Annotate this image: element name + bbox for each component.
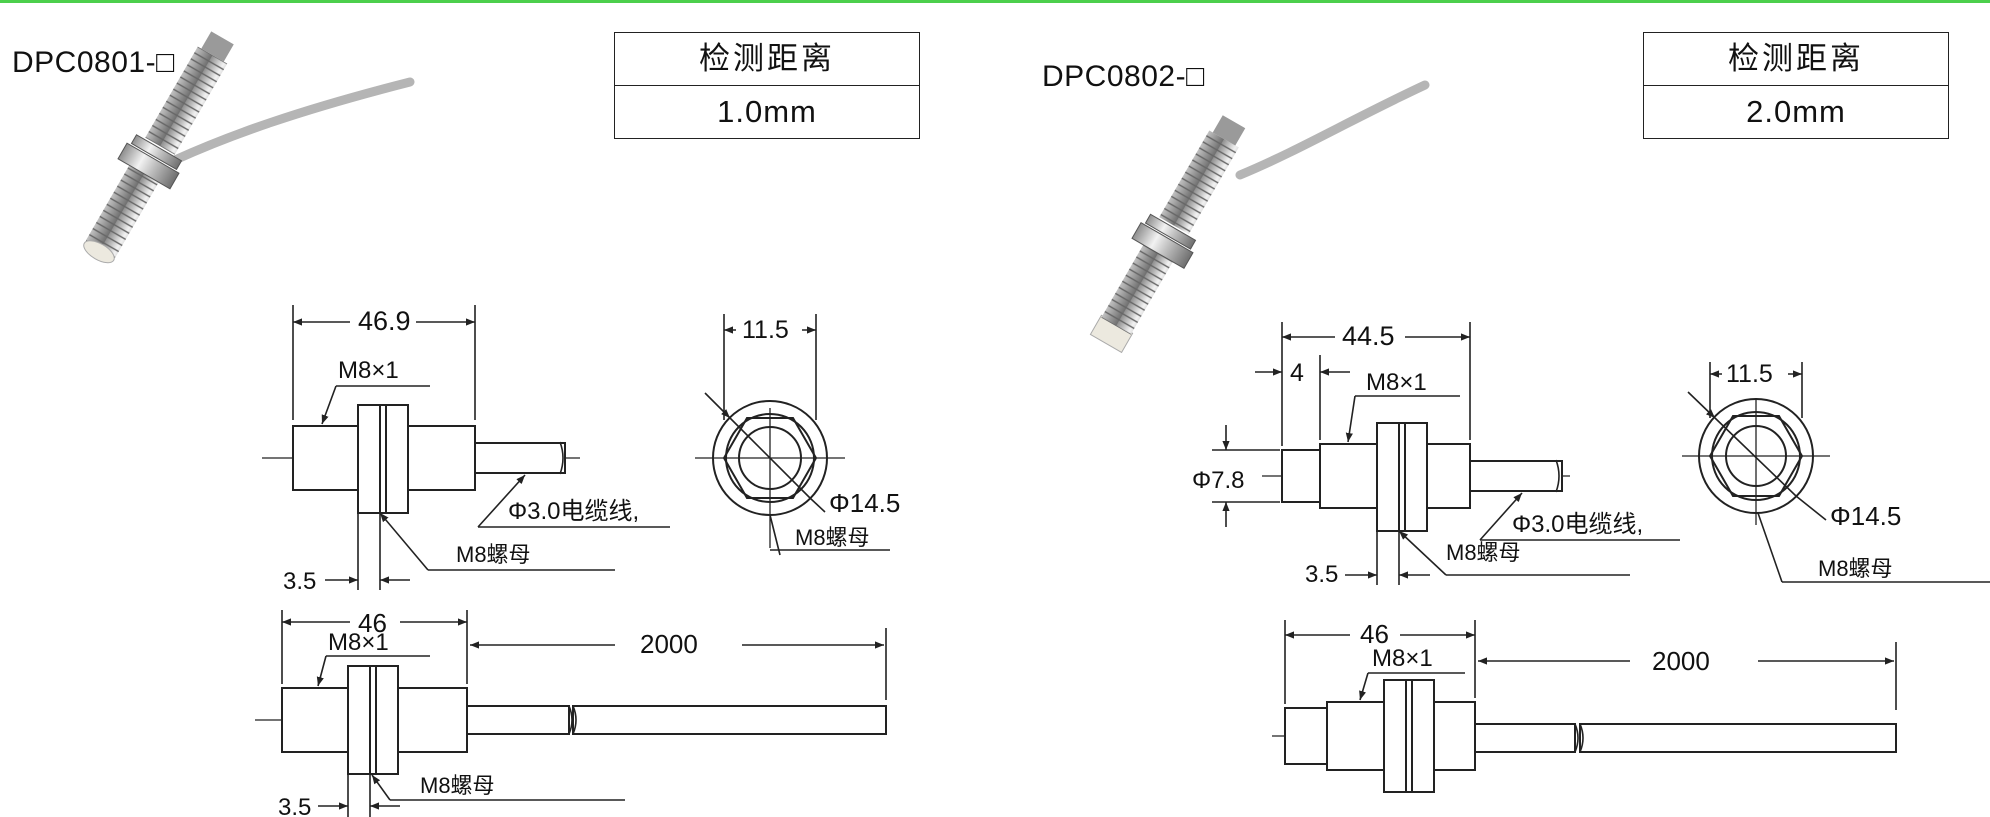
dim-nutside-left: M8螺母 xyxy=(795,525,870,550)
dim-nutgap2-left: 3.5 xyxy=(278,794,311,817)
end-view-drawing-right xyxy=(1682,360,1990,583)
dim-hexwidth-right: 11.5 xyxy=(1726,360,1773,388)
spec-value-left: 1.0mm xyxy=(717,94,817,129)
dim-thread-left: M8×1 xyxy=(338,357,399,384)
dim-nutdia-left: Φ14.5 xyxy=(829,488,900,518)
spec-table-left: 检测距离 1.0mm xyxy=(614,32,920,139)
full-length-drawing-left xyxy=(255,606,887,817)
dim-nutdia-right: Φ14.5 xyxy=(1830,501,1901,531)
dim-nut-left: M8螺母 xyxy=(456,542,531,567)
dim-length-left: 46.9 xyxy=(358,306,411,336)
dim-cablelen-right: 2000 xyxy=(1652,646,1710,676)
dim-nutside-right: M8螺母 xyxy=(1818,556,1893,581)
dim-facelen-right: 4 xyxy=(1290,359,1304,387)
dim-thread-right: M8×1 xyxy=(1366,369,1427,396)
dim-length2-left: 46 xyxy=(358,608,387,638)
dim-nut-right: M8螺母 xyxy=(1446,540,1521,565)
spec-value-right: 2.0mm xyxy=(1746,94,1846,129)
dim-nutgap-left: 3.5 xyxy=(283,568,316,595)
dim-nut2-left: M8螺母 xyxy=(420,773,495,798)
side-view-drawing-left xyxy=(262,304,670,590)
model-label-left: DPC0801-□ xyxy=(12,46,175,79)
proximity-sensor-photo-left xyxy=(83,31,415,264)
dim-cable-right: Φ3.0电缆线, xyxy=(1512,511,1643,538)
dim-thread2-left: M8×1 xyxy=(328,629,389,656)
dim-nutgap-right: 3.5 xyxy=(1305,561,1338,588)
proximity-sensor-photo-right xyxy=(1089,80,1430,354)
dim-hexwidth-left: 11.5 xyxy=(742,316,789,344)
spec-header-right: 检测距离 xyxy=(1644,33,1948,86)
spec-table-right: 检测距离 2.0mm xyxy=(1643,32,1949,139)
dim-length-right: 44.5 xyxy=(1342,321,1395,351)
dim-cablelen-left: 2000 xyxy=(640,629,698,659)
top-accent-line xyxy=(0,0,1990,3)
dim-cable-left: Φ3.0电缆线, xyxy=(508,498,639,525)
dim-facedia-right: Φ7.8 xyxy=(1192,467,1245,494)
model-label-right: DPC0802-□ xyxy=(1042,60,1205,93)
dim-thread2-right: M8×1 xyxy=(1372,645,1433,672)
spec-header-left: 检测距离 xyxy=(615,33,919,86)
full-length-drawing-right xyxy=(1272,616,1897,793)
dim-length2-right: 46 xyxy=(1360,619,1389,649)
end-view-drawing-left xyxy=(695,314,890,556)
side-view-drawing-right xyxy=(1212,320,1680,585)
